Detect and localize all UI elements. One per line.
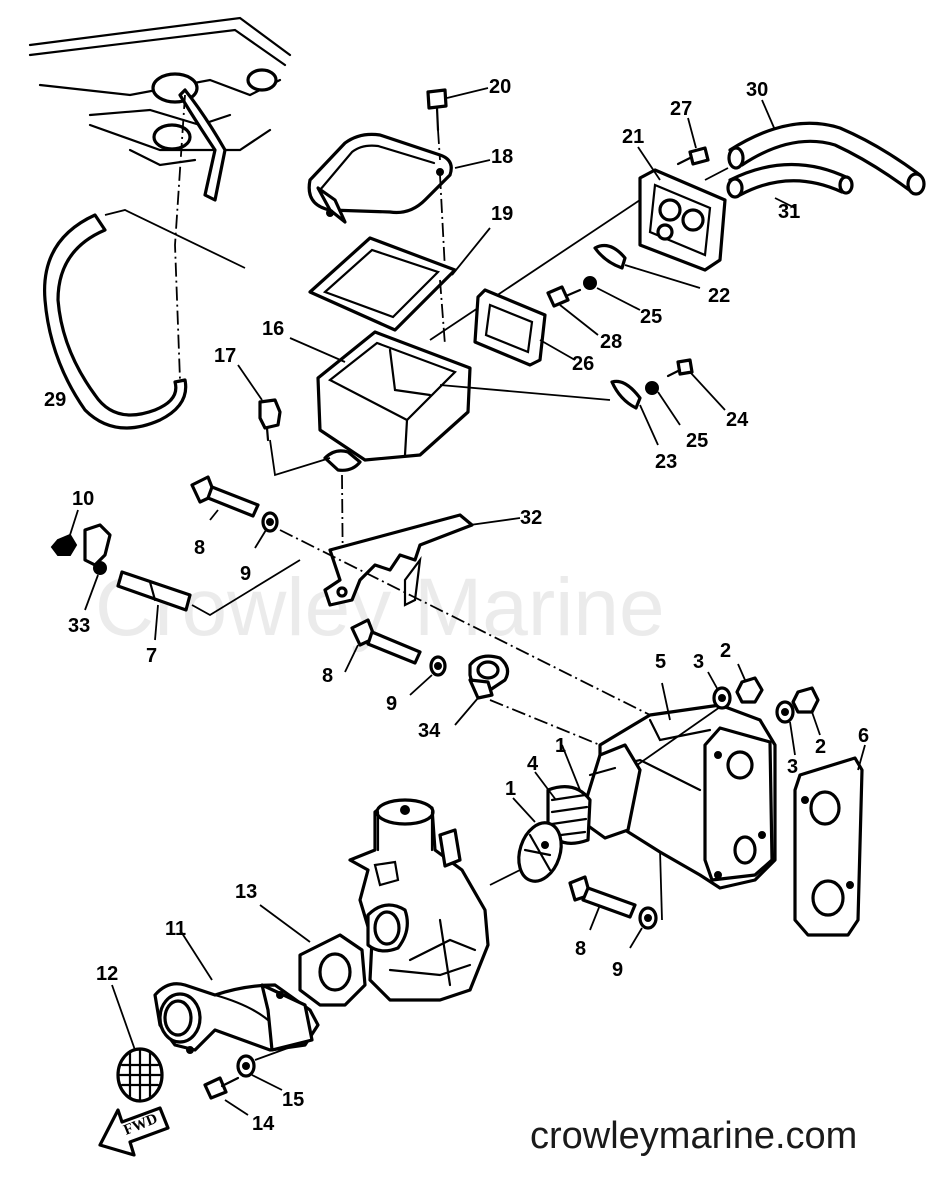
callout-19: 19 [491,203,513,225]
callout-29: 29 [44,389,66,411]
fitting-33 [83,523,112,611]
callout-24: 24 [726,409,749,431]
callout-27: 27 [670,98,692,120]
callout-1-upper: 1 [555,735,566,757]
intake-elbow-11 [153,929,320,1054]
breather-hose-29 [42,88,246,430]
callout-16: 16 [262,318,284,340]
callout-26: 26 [572,353,594,375]
clamp-34 [454,654,601,746]
callout-20: 20 [489,76,511,98]
washer-25-upper [583,276,641,311]
washer-3-right [775,700,796,756]
bolt-8-lower [568,875,637,931]
callout-8-upper: 8 [194,537,205,559]
bracket-32 [279,513,661,721]
callout-22: 22 [708,285,730,307]
callout-30: 30 [746,79,768,101]
callout-21: 21 [622,126,644,148]
callout-15: 15 [282,1089,304,1111]
clip-23 [439,379,659,446]
screw-14 [203,1076,249,1116]
callout-18: 18 [491,146,513,168]
engine-top-housing [28,16,292,167]
washer-15 [236,1039,311,1091]
gasket-26 [473,288,576,367]
bolt-8-middle [344,618,422,673]
callout-17: 17 [214,345,236,367]
nut-2-right [791,686,821,736]
callout-32: 32 [520,507,542,529]
reed-valve-1-outer [512,797,563,883]
callout-9-lower: 9 [612,959,623,981]
screw-27 [676,117,710,166]
washer-9-middle [409,655,447,696]
callout-4: 4 [527,753,539,775]
callout-2-right: 2 [815,736,826,758]
callout-11: 11 [165,918,186,940]
washer-25-lower [645,381,681,426]
callout-13: 13 [235,881,257,903]
joint-plate-21 [429,146,727,341]
callout-12: 12 [96,963,118,985]
callout-9-upper: 9 [240,563,251,585]
bolt-8-upper [190,475,260,521]
bolt-28 [546,285,599,336]
silencer-cover-18 [307,129,491,224]
hose-31 [704,162,854,209]
washer-3-upper [707,671,732,710]
callout-2-upper: 2 [720,640,731,662]
screw-20 [426,87,489,132]
carburetor [348,798,521,1002]
intake-screen-12 [111,984,164,1103]
stud-7 [116,559,301,641]
gasket-19 [308,174,491,346]
callout-labels: 20 18 19 16 17 29 27 30 21 31 22 25 28 2… [44,76,869,1135]
fitting-17 [237,364,331,477]
callout-5: 5 [655,651,666,673]
silencer-case-16 [289,330,472,591]
callout-28: 28 [600,331,622,353]
callout-25-lower: 25 [686,430,708,452]
callout-14: 14 [252,1113,275,1135]
forward-direction-arrow: FWD [98,1106,170,1157]
callout-31: 31 [778,201,800,223]
carb-gasket-13 [259,904,367,1007]
callout-3-right: 3 [787,756,798,778]
callout-10: 10 [72,488,94,510]
callout-8-middle: 8 [322,665,333,687]
screw-24 [666,358,726,411]
site-url: crowleymarine.com [530,1115,857,1157]
callout-34: 34 [418,720,441,742]
callout-23: 23 [655,451,677,473]
hose-30 [727,99,926,196]
washer-9-upper [254,511,279,549]
manifold-gasket-6 [793,744,866,937]
callout-9-middle: 9 [386,693,397,715]
callout-25-upper: 25 [640,306,662,328]
callout-33: 33 [68,615,90,637]
callout-7: 7 [146,645,157,667]
nut-10 [50,509,79,556]
callout-6: 6 [858,725,869,747]
callout-8-lower: 8 [575,938,586,960]
washer-9-lower [629,849,663,949]
callout-3-upper: 3 [693,651,704,673]
clip-22 [593,244,701,289]
callout-1-lower: 1 [505,778,516,800]
nut-2-upper [735,663,764,704]
